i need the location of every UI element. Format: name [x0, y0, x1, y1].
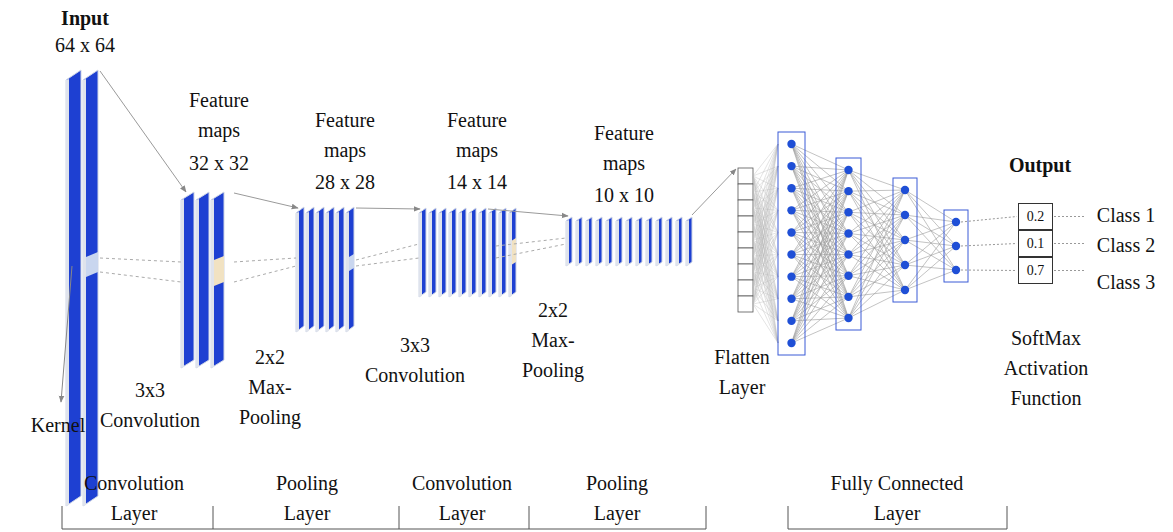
- map-size: 32 x 32: [189, 148, 249, 178]
- layer-brackets: [62, 506, 1007, 529]
- feature-map-slab: [316, 207, 324, 332]
- feature-map-slab: [419, 208, 426, 297]
- output-value-box: 0.1: [1018, 230, 1053, 257]
- input-size: 64 x 64: [55, 30, 115, 60]
- section-label: Fully Connected Layer: [817, 468, 977, 528]
- kernel-highlight: [349, 254, 354, 271]
- feature-map-slab: [576, 217, 582, 266]
- class-link: [1054, 216, 1084, 217]
- output-link: [961, 217, 1017, 223]
- kernel-label: Kernel: [31, 410, 85, 440]
- feature-map-slab: [626, 217, 632, 266]
- kernel-leader: [61, 266, 72, 402]
- stack-title: Feature maps: [179, 85, 259, 145]
- output-value-box: 0.2: [1018, 203, 1053, 230]
- feature-map-slab: [509, 208, 516, 297]
- map-size: 10 x 10: [594, 180, 654, 210]
- stack-title: Feature maps: [305, 105, 385, 165]
- map-size: 28 x 28: [315, 167, 375, 197]
- feature-map-slab: [676, 217, 682, 266]
- probability-value: 0.2: [1027, 209, 1045, 225]
- feature-map-slab: [66, 70, 81, 506]
- feature-map-slab: [636, 217, 642, 266]
- kernel-highlight: [512, 238, 516, 265]
- operation-label: 2x2 Max-Pooling: [235, 342, 305, 432]
- feature-map-slab: [449, 208, 456, 297]
- feature-map-slab: [181, 192, 194, 368]
- feature-map-slab: [429, 208, 436, 297]
- kernel-highlight: [86, 252, 98, 277]
- input-title: Input: [61, 3, 109, 33]
- feature-map-slab: [336, 207, 344, 332]
- activation-label: SoftMax Activation Function: [994, 323, 1099, 413]
- probability-value: 0.1: [1027, 236, 1045, 252]
- flatten-column: [738, 168, 753, 312]
- feature-map-slab: [469, 208, 476, 297]
- class-name: Class 2: [1097, 230, 1155, 260]
- guide-lines: [61, 71, 736, 402]
- section-label: Convolution Layer: [407, 468, 517, 528]
- feature-map-slab: [83, 70, 98, 506]
- feature-map-slab: [306, 207, 314, 332]
- feature-map-slab: [346, 207, 354, 332]
- output-value-box: 0.7: [1018, 257, 1053, 284]
- feature-map-slab: [211, 192, 224, 368]
- section-label: Convolution Layer: [79, 468, 189, 528]
- layer-label: Flatten Layer: [705, 342, 780, 402]
- operation-label: 3x3 Convolution: [360, 330, 470, 390]
- operation-label: 3x3 Convolution: [95, 375, 205, 435]
- feature-map-slab: [296, 207, 304, 332]
- kernel-highlight: [214, 256, 224, 286]
- feature-map-slab: [656, 217, 662, 266]
- feature-map-slab: [439, 208, 446, 297]
- dense-network: [753, 132, 968, 355]
- feature-map-slab: [586, 217, 592, 266]
- stack-title: Feature maps: [437, 105, 517, 165]
- feature-map-slab: [459, 208, 466, 297]
- feature-map-slab: [566, 217, 572, 266]
- class-link: [1054, 270, 1084, 271]
- feature-map-slab: [646, 217, 652, 266]
- class-name: Class 3: [1097, 267, 1155, 297]
- output-link: [961, 270, 1017, 272]
- output-link: [961, 244, 1017, 247]
- output-title: Output: [1009, 150, 1071, 180]
- section-label: Pooling Layer: [262, 468, 352, 528]
- section-label: Pooling Layer: [572, 468, 662, 528]
- feature-map-slab: [489, 208, 496, 297]
- class-link: [1054, 243, 1084, 244]
- class-name: Class 1: [1097, 200, 1155, 230]
- operation-label: 2x2 Max-Pooling: [518, 295, 588, 385]
- feature-map-slab: [499, 208, 506, 297]
- feature-map-slab: [666, 217, 672, 266]
- feature-map-slab: [326, 207, 334, 332]
- feature-map-slab: [606, 217, 612, 266]
- feature-map-slab: [479, 208, 486, 297]
- feature-map-slab: [616, 217, 622, 266]
- feature-map-slab: [196, 192, 209, 368]
- feature-map-slab: [596, 217, 602, 266]
- map-size: 14 x 14: [447, 167, 507, 197]
- probability-value: 0.7: [1027, 263, 1045, 279]
- stack-title: Feature maps: [584, 118, 664, 178]
- feature-map-stacks: [66, 70, 692, 506]
- feature-map-slab: [686, 217, 692, 266]
